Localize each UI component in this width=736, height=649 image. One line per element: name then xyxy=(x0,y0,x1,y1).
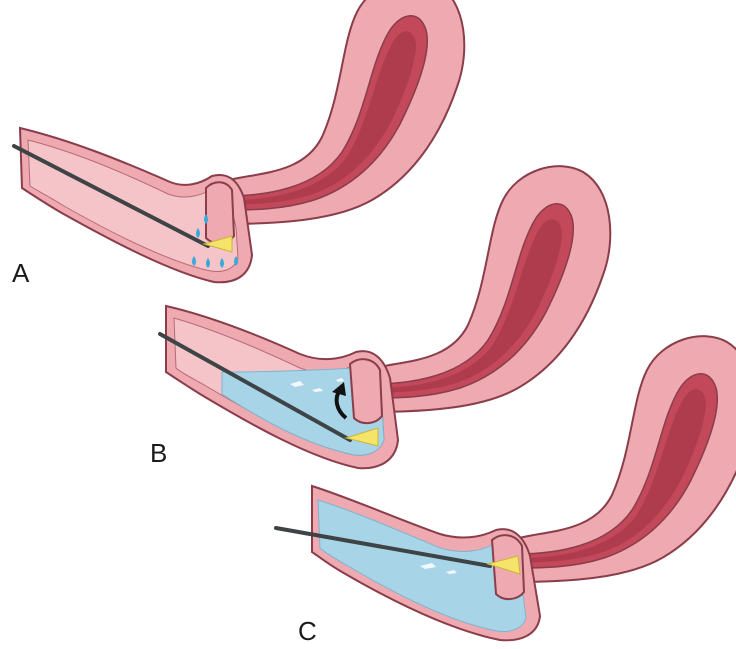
vagina-a xyxy=(20,128,252,282)
panel-a: A xyxy=(12,0,464,288)
vagina-b xyxy=(166,306,398,468)
panel-label-a: A xyxy=(12,258,30,288)
uterus-c xyxy=(512,336,736,582)
uterus-b xyxy=(368,166,610,412)
panel-label-b: B xyxy=(150,438,167,468)
panel-label-c: C xyxy=(298,616,317,646)
uterus-a xyxy=(222,0,464,224)
